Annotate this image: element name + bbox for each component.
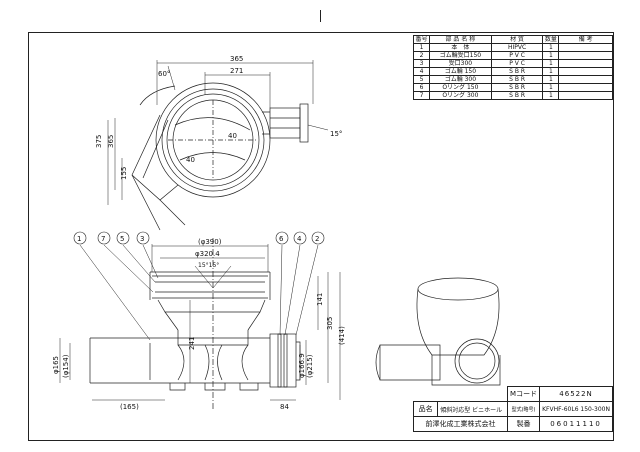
dim-84: 84 <box>280 403 289 411</box>
dim-phi166: φ166.9 <box>298 353 306 378</box>
top-view-labels: 365 271 60° 375 365 155 40 40 15° <box>95 55 342 180</box>
top-view-dimensions <box>107 60 329 205</box>
dim-phi215: (φ215) <box>306 354 314 378</box>
title-block: Mコード 46522N 品名 傾斜対応型 ビニホール 型式(略号) KFVHF-… <box>412 386 613 432</box>
iso-view <box>375 277 501 386</box>
dim-40a: 40 <box>228 132 237 140</box>
dim-phi390: (φ390) <box>198 238 222 246</box>
dim-271: 271 <box>230 67 243 75</box>
name-value: 傾斜対応型 ビニホール <box>437 401 509 417</box>
dim-375: 375 <box>95 135 103 148</box>
dim-414: (414) <box>338 326 346 345</box>
cell <box>558 91 613 100</box>
company-name: 前澤化成工業株式会社 <box>412 416 509 432</box>
cell: Oリング 300 <box>428 91 492 100</box>
code-value: 46522N <box>539 386 613 402</box>
dim-365-v: 365 <box>107 135 115 148</box>
dim-155: 155 <box>120 167 128 180</box>
drawing-frame <box>28 32 614 441</box>
dim-241: 241 <box>188 337 196 350</box>
callout-7: 7 <box>101 235 105 243</box>
front-view-labels: (φ390) φ320.4 15°15° 141 305 (414) 241 φ… <box>52 238 346 411</box>
dim-phi154: (φ154) <box>62 354 70 378</box>
title-row-company: 前澤化成工業株式会社 製番 06011110 <box>412 416 613 432</box>
number-label: 製番 <box>507 416 541 432</box>
dim-phi165: φ165 <box>52 356 60 374</box>
callout-2: 2 <box>315 235 319 243</box>
top-view <box>131 82 309 231</box>
dim-365: 365 <box>230 55 243 63</box>
code-label: Mコード <box>507 386 541 402</box>
top-center-mark <box>320 10 321 22</box>
model-label: 型式(略号) <box>507 401 541 417</box>
number-value: 06011110 <box>539 416 613 432</box>
front-view-dimensions <box>59 244 341 401</box>
callout-5: 5 <box>120 235 124 243</box>
callout-1: 1 <box>77 235 81 243</box>
dim-305: 305 <box>326 317 334 330</box>
title-row-code: Mコード 46522N <box>414 386 613 402</box>
dim-15-15: 15°15° <box>198 262 219 269</box>
callout-3: 3 <box>140 235 144 243</box>
dim-15deg: 15° <box>330 130 342 138</box>
dim-phi320: φ320.4 <box>195 250 220 258</box>
dim-60deg: 60° <box>158 70 170 78</box>
dim-40b: 40 <box>186 156 195 164</box>
dim-165: (165) <box>120 403 139 411</box>
front-view-callouts: 1 7 5 3 6 4 2 <box>73 231 325 245</box>
cell: 1 <box>542 91 560 100</box>
model-value: KFVHF-60L6 150-300N <box>539 401 613 417</box>
cell: 7 <box>413 91 430 100</box>
callout-6: 6 <box>279 235 284 243</box>
callout-4: 4 <box>297 235 302 243</box>
dim-141: 141 <box>316 293 324 306</box>
name-label: 品名 <box>412 401 439 417</box>
title-row-name: 品名 傾斜対応型 ビニホール 型式(略号) KFVHF-60L6 150-300… <box>412 401 613 417</box>
front-view <box>89 238 301 410</box>
